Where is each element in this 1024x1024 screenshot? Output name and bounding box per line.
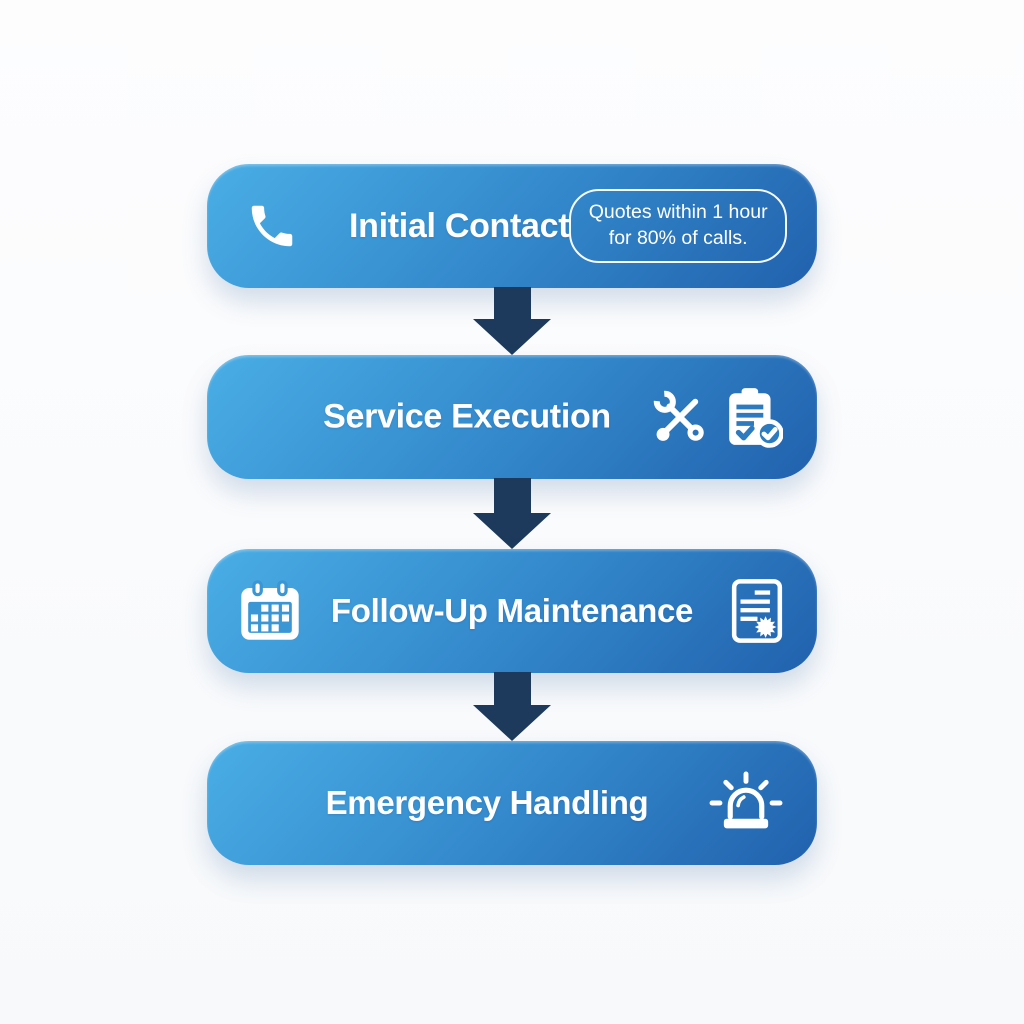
calendar-icon [239,580,301,642]
step-box-service-execution: Service Execution [207,355,817,479]
step-box-initial-contact: Initial Contact Quotes within 1 hour for… [207,164,817,288]
step-title: Initial Contact [349,206,570,245]
quote-badge: Quotes within 1 hour for 80% of calls. [569,189,787,263]
step-title: Follow-Up Maintenance [330,592,694,629]
checklist-clipboard-icon [729,388,783,448]
down-arrow-icon [473,287,551,355]
step-box-emergency-handling: Emergency Handling [207,741,817,865]
phone-icon [245,199,299,253]
step-box-follow-up-maintenance: Follow-Up Maintenance [207,549,817,673]
quote-badge-line1: Quotes within 1 hour [588,201,768,224]
down-arrow-icon [473,672,551,741]
quote-badge-line2: for 80% of calls. [608,227,748,249]
siren-icon [709,771,783,835]
step-title: Emergency Handling [325,784,649,821]
certificate-document-icon [731,578,783,644]
wrench-screwdriver-icon [653,390,704,441]
down-arrow-icon [473,478,551,549]
step-title: Service Execution [323,397,611,436]
step-2-icons [651,386,783,448]
